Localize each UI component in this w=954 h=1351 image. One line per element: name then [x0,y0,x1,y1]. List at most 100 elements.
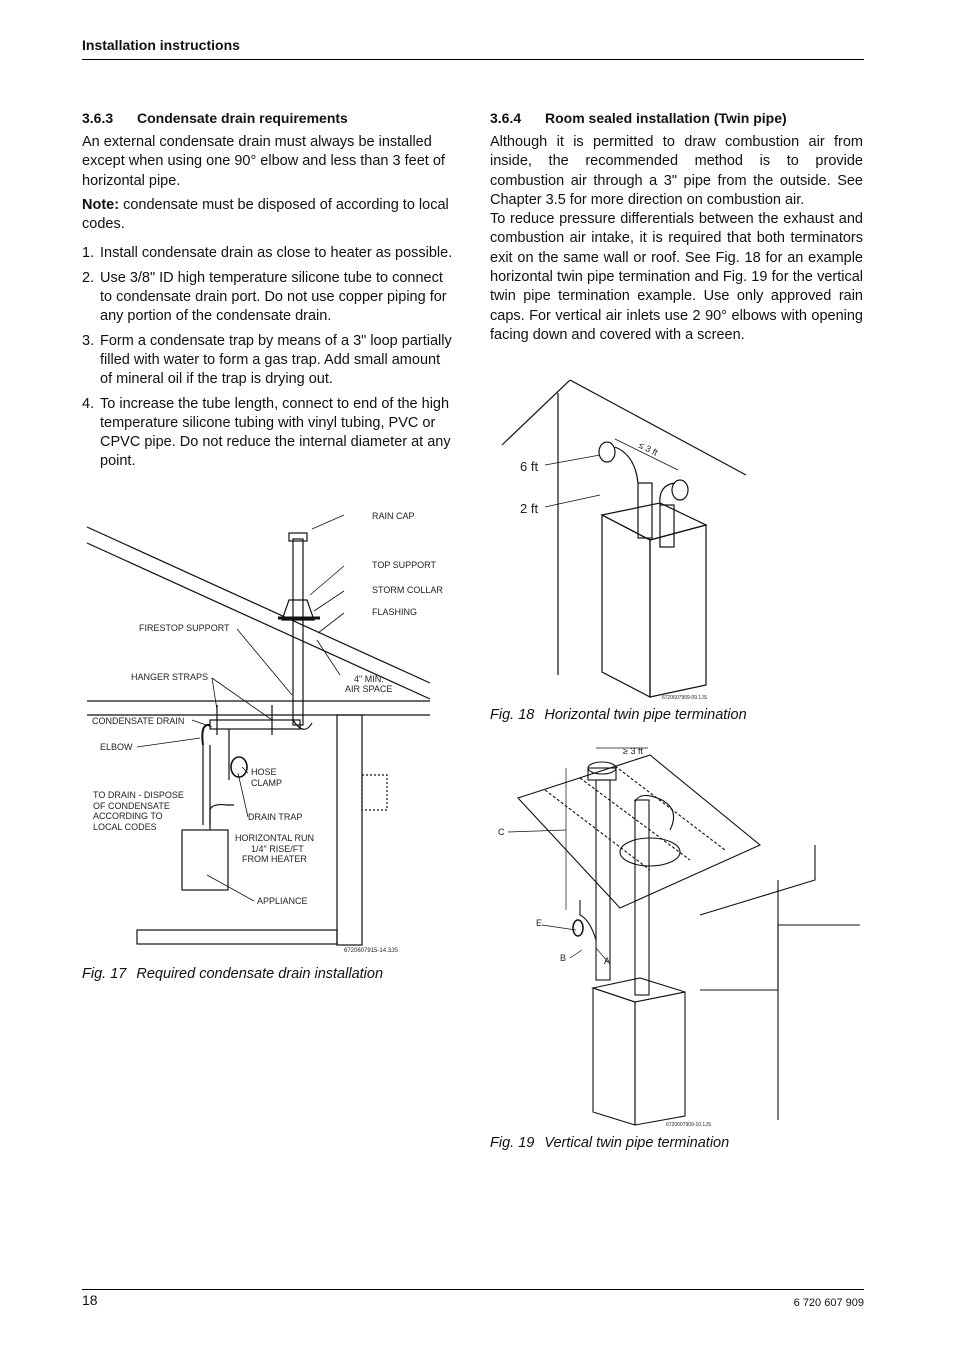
wall-line-lower [700,924,860,991]
label-storm-collar: STORM COLLAR [372,585,443,595]
label-min-air-2: AIR SPACE [345,684,392,694]
list-item: 3. Form a condensate trap by means of a 3… [82,332,454,390]
appliance-side [649,524,707,698]
label-6ft: 6 ft [520,459,538,474]
label-min-air-1: 4" MIN. [354,674,384,684]
horizontal-run-pipe [209,719,301,730]
label-a: A [604,956,610,966]
caption-number: Fig. 18 [490,707,535,723]
appliance-side [634,991,686,1126]
label-to-drain-4: LOCAL CODES [93,822,157,832]
roof-hatch [579,777,691,861]
section-number: 3.6.4 [490,110,522,126]
offset-elbow [579,900,597,941]
intake-pipe [634,799,650,996]
roof-panel [517,754,762,909]
appliance-outlet-pipe [209,803,234,830]
list-item-text: Use 3/8" ID high temperature silicone tu… [100,269,447,325]
appliance-front [592,987,636,1126]
page-header-title: Installation instructions [82,37,240,53]
list-item: 1. Install condensate drain as close to h… [82,244,454,263]
list-item: 2.Use 3/8" ID high temperature silicone … [82,269,454,327]
storm-collar-shape [281,599,315,621]
figure-19-caption: Fig. 19 Vertical twin pipe termination [490,1135,729,1151]
exhaust-elbow [614,446,639,484]
steps-list: 1. Install condensate drain as close to h… [82,244,454,471]
section-number: 3.6.3 [82,110,114,126]
brick-wall [336,714,363,946]
label-elbow: ELBOW [100,742,133,752]
label-rain-cap: RAIN CAP [372,511,415,521]
appliance-box [181,829,229,891]
intake-outlet [671,479,689,501]
drain-trap-loop [230,756,248,778]
section-heading-363: 3.6.3 Condensate drain requirements [82,110,348,126]
exhaust-pipe [637,482,653,539]
label-to-drain-1: TO DRAIN - DISPOSE [93,790,184,800]
label-top-support: TOP SUPPORT [372,560,437,570]
roof-hatch [544,789,651,871]
label-horizontal-run-2: 1/4" RISE/FT [251,844,304,854]
appliance-front [601,514,651,698]
list-item-text: Form a condensate trap by means of a 3" … [100,332,452,388]
header-rule [82,59,864,60]
intake-elbow [659,482,676,506]
vent-elbow [292,719,313,730]
rain-cap-shape [288,532,308,542]
left-text-block: An external condensate drain must always… [82,133,454,477]
note-text: condensate must be disposed of according… [82,196,449,233]
condensate-loop [572,919,584,937]
label-flashing: FLASHING [372,607,417,617]
section-title: Room sealed installation (Twin pipe) [545,110,787,126]
figure-17-caption: Fig. 17 Required condensate drain install… [82,966,383,982]
figure-19-code: 6720607909-10.1JS [666,1122,712,1128]
roof-line-lower [86,542,431,700]
page-number: 18 [82,1292,98,1308]
figure-18-code: 6720607909-09.1JS [662,695,708,701]
caption-text: Required condensate drain installation [136,966,384,982]
wall-line-top [569,379,747,476]
caption-text: Vertical twin pipe termination [544,1135,730,1151]
section-title: Condensate drain requirements [137,110,348,126]
roof-line-upper [86,526,431,684]
intake-pipe [659,504,675,548]
right-text-block: Although it is permitted to draw combust… [490,133,863,345]
figure-18-horizontal-twin-pipe-diagram: 6 ft 2 ft ≤ 3 ft 6720607909-09.1JS [501,379,747,701]
list-item-number: 4. [82,395,95,412]
label-to-drain-2: OF CONDENSATE [93,801,170,811]
document-id: 6 720 607 909 [793,1297,864,1309]
figure-17-condensate-drain-diagram: RAIN CAP TOP SUPPORT STORM COLLAR FLASHI… [86,511,443,954]
caption-number: Fig. 19 [490,1135,535,1151]
label-b: B [560,953,566,963]
label-appliance: APPLIANCE [257,896,308,906]
label-3ft: ≥ 3 ft [623,746,643,756]
intake-collar [619,837,681,867]
exhaust-outlet [598,441,616,463]
list-item: 4.To increase the tube length, connect t… [82,395,454,472]
label-condensate-drain: CONDENSATE DRAIN [92,716,184,726]
list-item-number: 3. [82,332,95,349]
wall-line-left [501,379,571,446]
wall-line-upper [699,845,816,916]
footer-rule [82,1289,864,1290]
list-item-number: 1. [82,245,95,262]
elbow-shape [201,723,211,746]
floor-slab [136,929,338,945]
label-hanger-straps: HANGER STRAPS [131,672,208,682]
label-e: E [536,918,542,928]
caption-text: Horizontal twin pipe termination [544,707,747,723]
intro-paragraph: An external condensate drain must always… [82,134,445,189]
list-item-text: Install condensate drain as close to hea… [100,245,453,262]
paragraph-2: To reduce pressure differentials between… [490,211,863,343]
label-horizontal-run-1: HORIZONTAL RUN [235,833,314,843]
figure-17-code: 6720607915-14.3JS [344,948,398,954]
intake-elbow [634,794,675,831]
label-horizontal-run-3: FROM HEATER [242,854,307,864]
figure-18-caption: Fig. 18 Horizontal twin pipe termination [490,707,747,723]
caption-number: Fig. 17 [82,966,127,982]
figure-19-vertical-twin-pipe-diagram: ≥ 3 ft C E B A 6720607909-10.1JS [498,746,860,1128]
rain-cap-body [587,767,617,781]
appliance-top [590,977,686,1003]
appliance-top [600,502,708,541]
note-paragraph: Note: condensate must be disposed of acc… [82,196,454,235]
